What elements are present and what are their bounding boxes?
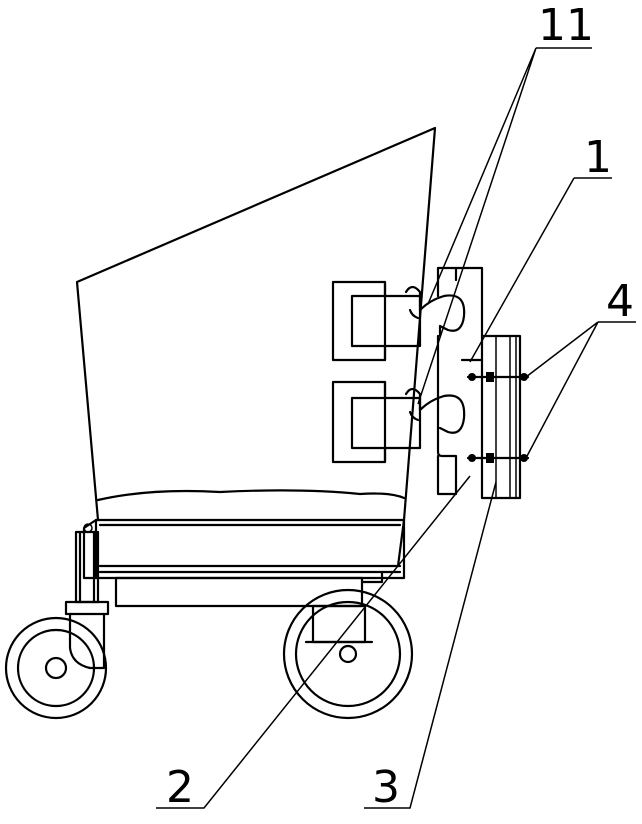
label-3: 3 <box>372 762 400 813</box>
caster-assembly <box>64 523 110 670</box>
under-frame <box>114 570 384 644</box>
label-1: 1 <box>584 132 612 183</box>
leader-lines <box>156 47 636 809</box>
lower-bracket <box>331 380 466 464</box>
right-wheel <box>282 588 414 720</box>
bolts <box>466 372 530 463</box>
base-tray <box>82 518 406 580</box>
label-2: 2 <box>166 762 194 813</box>
label-4: 4 <box>606 276 634 327</box>
label-11: 11 <box>538 0 594 51</box>
mounting-post <box>480 334 522 500</box>
part-labels: 11 1 4 2 3 <box>166 0 634 813</box>
left-wheel <box>4 616 108 720</box>
upper-bracket <box>331 280 466 362</box>
